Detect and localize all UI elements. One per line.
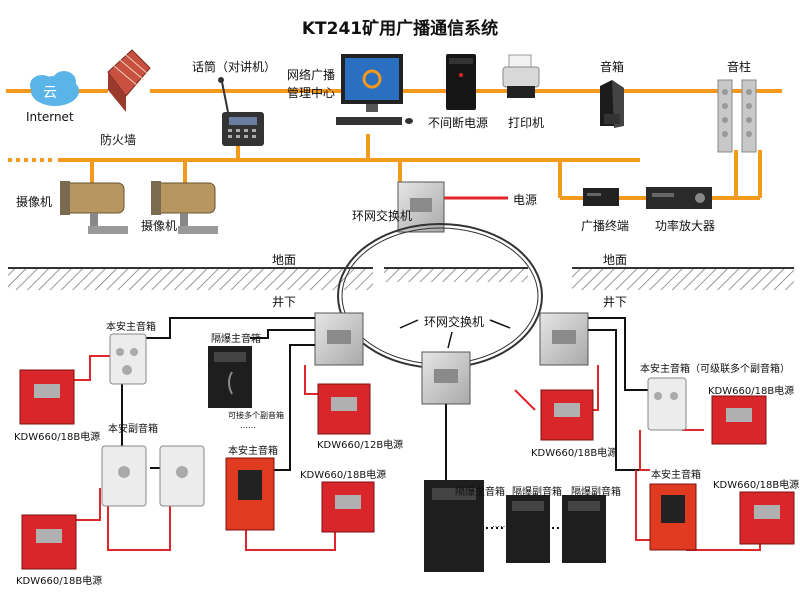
firewall-label: 防火墙 bbox=[100, 133, 137, 147]
page-title: KT241矿用广播通信系统 bbox=[301, 19, 499, 39]
kdw-box-left-1 bbox=[19, 369, 75, 425]
connect-multi-label: 可接多个副音箱 bbox=[228, 411, 284, 420]
ups-icon bbox=[446, 54, 476, 110]
kdw-left-2-label: KDW660/18B电源 bbox=[16, 576, 103, 587]
kdw-box-12b bbox=[317, 383, 371, 435]
safe-main-right-2-label: 本安主音箱 bbox=[651, 470, 701, 481]
camera-label-2: 摄像机 bbox=[141, 219, 178, 233]
underground-label-left: 井下 bbox=[272, 295, 297, 309]
underground-black-cables bbox=[121, 317, 648, 480]
safe-main-left-label: 本安主音箱 bbox=[106, 322, 156, 333]
safe-main-speaker-left bbox=[109, 333, 147, 385]
power-label: 电源 bbox=[513, 193, 538, 207]
safe-main-phone-right bbox=[649, 483, 697, 551]
kdw-12b-label: KDW660/12B电源 bbox=[317, 440, 404, 451]
ring-switch-center bbox=[421, 351, 471, 405]
firewall-icon bbox=[107, 49, 151, 112]
management-computer-icon bbox=[336, 54, 413, 125]
speaker-column-icon bbox=[717, 79, 757, 153]
center-label-2: 管理中心 bbox=[287, 86, 336, 100]
flameproof-sub-2-label: 隔爆副音箱 bbox=[571, 487, 621, 498]
ring-switch-arrows bbox=[399, 319, 511, 349]
ground-right bbox=[572, 267, 794, 290]
printer-label: 打印机 bbox=[508, 116, 545, 130]
kdw-center-2-label: KDW660/18B电源 bbox=[300, 470, 387, 481]
camera-icon-1 bbox=[60, 181, 128, 234]
ring-switch-right bbox=[539, 312, 589, 366]
amplifier-icon bbox=[646, 187, 712, 209]
kdw-right-1-label: KDW660/18B电源 bbox=[708, 386, 795, 397]
flameproof-sub-speaker-2 bbox=[562, 495, 606, 563]
broadcast-terminal-icon bbox=[583, 188, 619, 206]
cloud-icon bbox=[30, 71, 79, 106]
flameproof-main-speaker-bottom bbox=[424, 480, 484, 572]
safe-main-right-cascade-label: 本安主音箱（可级联多个副音箱） bbox=[640, 364, 790, 375]
internet-label: Internet bbox=[26, 110, 74, 124]
speaker-icon bbox=[600, 80, 624, 128]
safe-sub-speaker-1 bbox=[101, 445, 147, 507]
safe-sub-speaker-2 bbox=[159, 445, 205, 507]
dots-label-2: …… bbox=[492, 520, 508, 529]
ring-network bbox=[337, 223, 543, 369]
column-label: 音柱 bbox=[727, 60, 752, 74]
safe-main-phone-center bbox=[225, 457, 275, 531]
flameproof-main-label: 隔爆主音箱 bbox=[211, 334, 261, 345]
center-label-1: 网络广播 bbox=[287, 68, 336, 82]
kdw-box-right-1 bbox=[711, 395, 767, 445]
kdw-mid-label: KDW660/18B电源 bbox=[531, 448, 618, 459]
kdw-left-1-label: KDW660/18B电源 bbox=[14, 432, 101, 443]
printer-icon bbox=[502, 54, 540, 98]
kdw-box-mid bbox=[540, 389, 594, 441]
flameproof-sub-speaker-1 bbox=[506, 495, 550, 563]
ring-switch-left bbox=[314, 312, 364, 366]
kdw-box-left-2 bbox=[21, 514, 77, 570]
camera-icon-2 bbox=[151, 181, 218, 234]
mic-label: 话筒（对讲机） bbox=[192, 60, 277, 74]
kdw-right-2-label: KDW660/18B电源 bbox=[713, 480, 800, 491]
flameproof-main-bottom-label: 隔爆主音箱 bbox=[455, 487, 505, 498]
underground-label-right: 井下 bbox=[603, 295, 628, 309]
mic-intercom-icon bbox=[218, 77, 264, 146]
broadcast-terminal-label: 广播终端 bbox=[581, 219, 630, 233]
amplifier-label: 功率放大器 bbox=[655, 219, 716, 233]
safe-main-speaker-right bbox=[647, 377, 687, 431]
dots-label-1: …… bbox=[240, 421, 256, 430]
ups-label: 不间断电源 bbox=[428, 116, 489, 130]
ground-label-right: 地面 bbox=[603, 253, 628, 267]
ring-switch-top-label: 环网交换机 bbox=[352, 209, 413, 223]
safe-main-center-label: 本安主音箱 bbox=[228, 446, 278, 457]
kdw-box-center-2 bbox=[321, 481, 375, 533]
kdw-box-right-2 bbox=[739, 491, 795, 545]
cloud-label: 云 bbox=[43, 85, 57, 101]
flameproof-sub-1-label: 隔爆副音箱 bbox=[512, 487, 562, 498]
speaker-label: 音箱 bbox=[600, 60, 625, 74]
ground-left bbox=[8, 267, 373, 290]
ground-center bbox=[384, 267, 528, 282]
camera-label-1: 摄像机 bbox=[16, 195, 53, 209]
flameproof-main-speaker bbox=[208, 346, 252, 408]
safe-sub-label: 本安副音箱 bbox=[108, 424, 158, 435]
ring-switch-center-label: 环网交换机 bbox=[424, 315, 485, 329]
ground-label-left: 地面 bbox=[272, 253, 297, 267]
